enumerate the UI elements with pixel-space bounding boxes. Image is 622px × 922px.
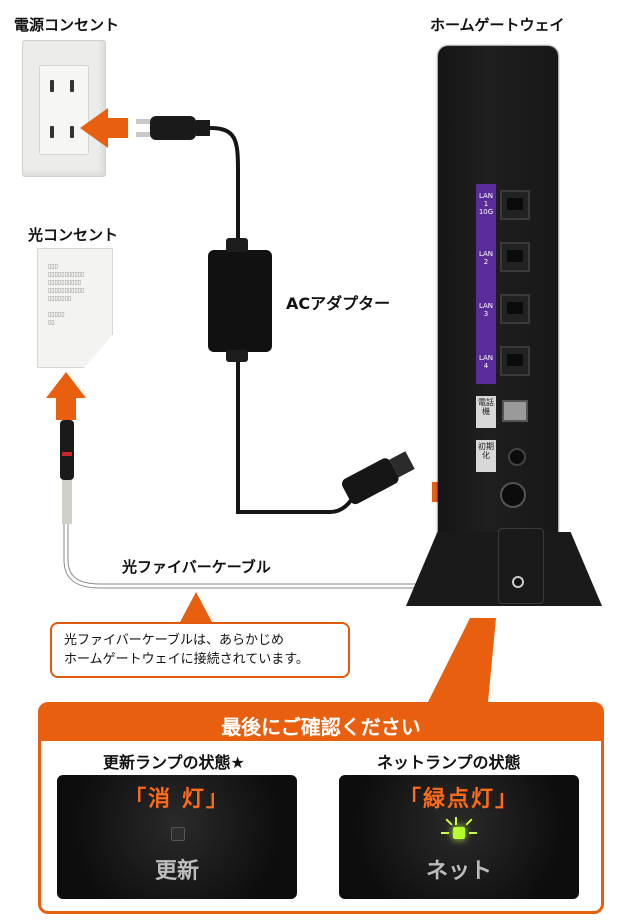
ac-cable-upper — [209, 126, 240, 246]
ac-cable-lower — [236, 352, 362, 514]
lan-label-strip — [476, 184, 496, 384]
net-lamp-name: ネット — [425, 859, 492, 884]
net-lamp-status: 「緑点灯」 — [398, 787, 519, 812]
init-button-label: 初期化 — [476, 440, 496, 472]
final-check-header — [41, 705, 601, 741]
led-glow-icon — [441, 832, 449, 834]
notice-pointer — [428, 618, 496, 702]
update-lamp-name: 更新 — [154, 859, 199, 884]
net-led-icon — [453, 827, 465, 839]
final-check-title: 最後にご確認ください — [221, 715, 421, 739]
ac-adapter-body — [208, 250, 272, 352]
gateway-stand — [406, 532, 602, 606]
power-plug — [150, 116, 196, 140]
net-lamp-heading: ネットランプの状態 — [377, 753, 521, 772]
fiber-note-line2: ホームゲートウェイに接続されています。 — [64, 652, 309, 667]
lan-1-label: LAN 1 10G — [478, 192, 494, 216]
optical-outlet-label: 光コンセント — [28, 226, 119, 244]
update-lamp-panel: 「消 灯」 更新 — [57, 775, 297, 899]
power-outlet-label: 電源コンセント — [14, 16, 120, 34]
home-gateway-label: ホームゲートウェイ — [430, 16, 565, 34]
lan-port-2 — [500, 242, 530, 272]
lan-4-label: LAN 4 — [478, 354, 494, 370]
final-check-panel: 最後にご確認ください 更新ランプの状態★ ネットランプの状態 「消 灯」 更新 … — [38, 702, 604, 914]
update-lamp-status: 「消 灯」 — [124, 787, 230, 812]
lan-2-label: LAN 2 — [478, 250, 494, 266]
fiber-connector — [60, 420, 74, 480]
optical-outlet-image: ▯▯▯▯▯▯▯▯▯▯▯▯▯▯▯▯▯▯▯▯▯▯▯▯▯▯▯▯▯▯▯▯▯▯▯▯▯▯▯▯… — [37, 248, 113, 368]
init-button — [508, 448, 526, 466]
arrow-to-optical-outlet — [46, 372, 86, 420]
fiber-note-callout: 光ファイバーケーブルは、あらかじめ ホームゲートウェイに接続されています。 — [50, 622, 350, 678]
fiber-note-line1: 光ファイバーケーブルは、あらかじめ — [64, 633, 284, 648]
power-outlet-image — [22, 40, 106, 177]
callout-pointer — [180, 592, 212, 622]
fiber-port — [512, 576, 524, 588]
fiber-cable-label: 光ファイバーケーブル — [122, 558, 271, 576]
gateway-cover — [498, 528, 544, 604]
home-gateway-device — [438, 46, 558, 556]
phone-port — [502, 400, 528, 422]
lan-port-4 — [500, 346, 530, 376]
phone-port-label: 電話機 — [476, 396, 496, 428]
update-lamp-heading: 更新ランプの状態★ — [103, 753, 245, 772]
lan-port-1 — [500, 190, 530, 220]
ac-adapter-label: ACアダプター — [286, 294, 391, 313]
net-lamp-panel: 「緑点灯」 ネット — [339, 775, 579, 899]
lan-3-label: LAN 3 — [478, 302, 494, 318]
lan-port-3 — [500, 294, 530, 324]
arrow-to-power-outlet — [80, 108, 128, 148]
update-led-icon — [171, 827, 185, 841]
dc-plug — [341, 451, 415, 505]
outlet-socket — [39, 65, 89, 155]
power-jack — [500, 482, 526, 508]
